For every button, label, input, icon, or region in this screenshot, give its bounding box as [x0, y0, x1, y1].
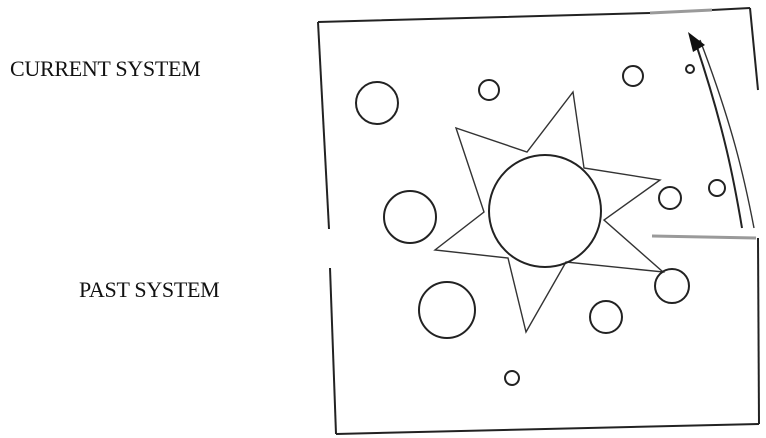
- body-circle: [384, 191, 436, 243]
- central-star: [435, 92, 663, 332]
- arrow-shaft-echo: [700, 40, 754, 228]
- central-sun-circle: [489, 155, 601, 267]
- body-circle: [623, 66, 643, 86]
- star-outline: [435, 92, 663, 332]
- body-circle: [709, 180, 725, 196]
- boundary-right-lower: [758, 238, 759, 424]
- body-circle: [356, 82, 398, 124]
- body-circle: [659, 187, 681, 209]
- migration-arrow: [688, 32, 754, 228]
- boundary-left-lower: [330, 268, 336, 434]
- body-circle: [479, 80, 499, 100]
- arrow-shaft: [696, 44, 742, 228]
- body-circle: [419, 282, 475, 338]
- arrow-head: [688, 32, 705, 52]
- boundary-left-upper: [318, 22, 329, 229]
- boundary-bottom: [336, 424, 759, 434]
- body-circle: [505, 371, 519, 385]
- body-circle: [686, 65, 694, 73]
- orbiting-bodies: [356, 65, 725, 385]
- body-circle: [655, 269, 689, 303]
- boundary-right-upper: [750, 8, 758, 90]
- boundary-inner-step: [652, 236, 756, 238]
- boundary-top-faded: [650, 10, 712, 13]
- body-circle: [590, 301, 622, 333]
